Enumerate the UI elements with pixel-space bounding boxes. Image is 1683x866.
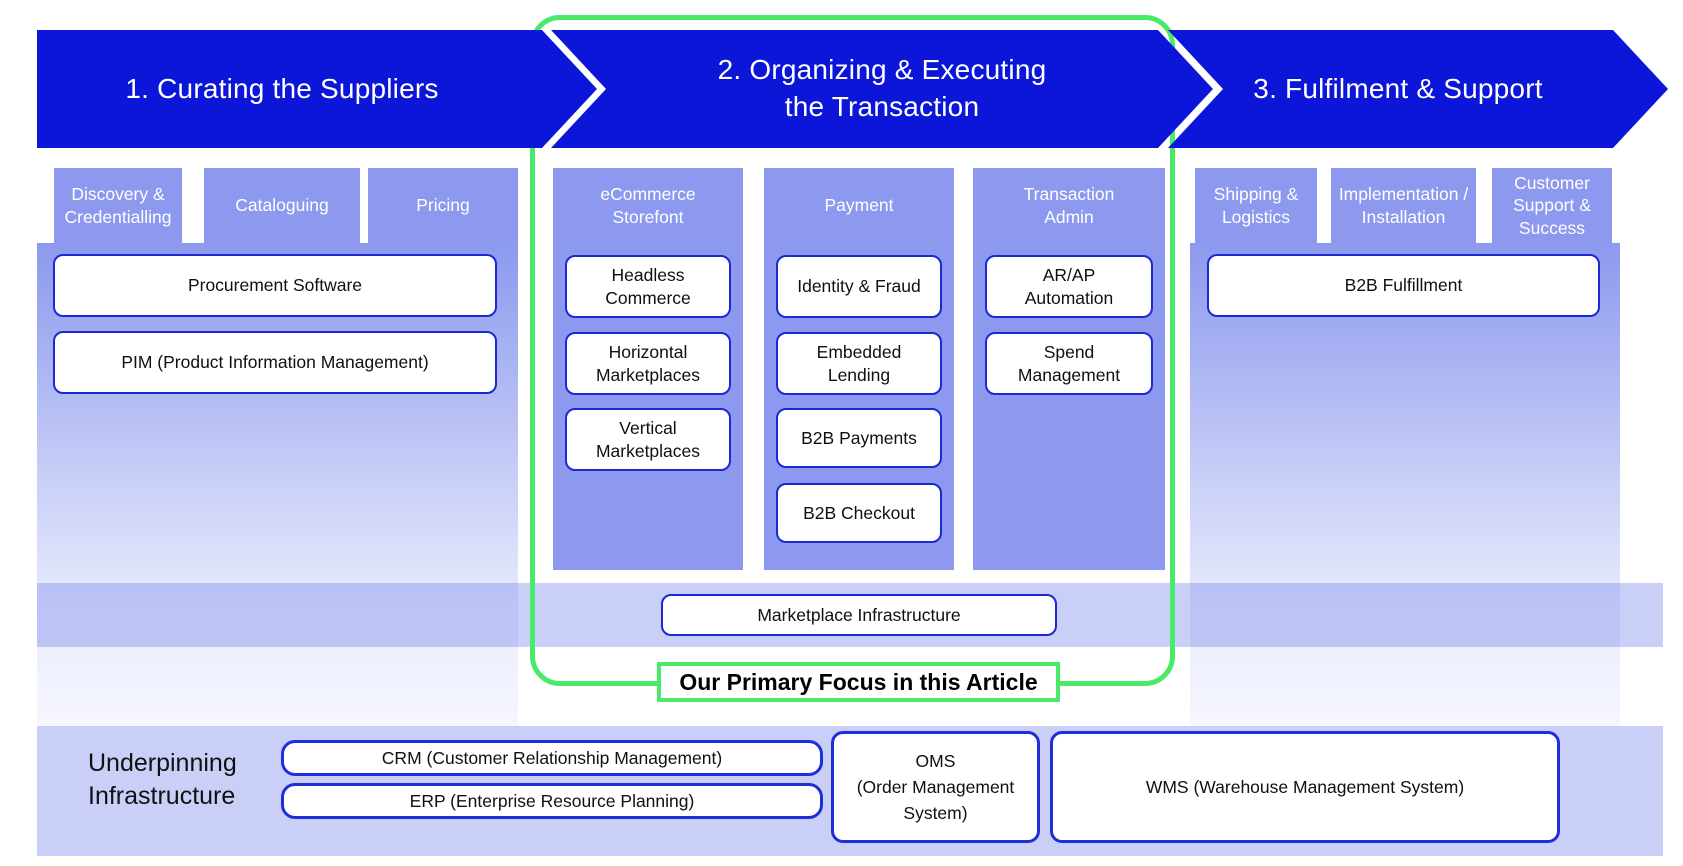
subcategory-customer-support-success: Customer Support & Success bbox=[1492, 168, 1612, 243]
phase-1-title: 1. Curating the Suppliers bbox=[125, 72, 439, 104]
solution-box-headless-commerce: Headless Commerce bbox=[565, 255, 731, 318]
organizing-column-payment: Payment Identity & Fraud Embedded Lendin… bbox=[764, 168, 954, 570]
infra-box-wms: WMS (Warehouse Management System) bbox=[1050, 731, 1560, 843]
phase-3-title: 3. Fulfilment & Support bbox=[1253, 72, 1543, 104]
solution-box-spend-management: Spend Management bbox=[985, 332, 1153, 395]
phase-3-arrow: 3. Fulfilment & Support bbox=[1168, 30, 1668, 148]
solution-box-marketplace-infrastructure: Marketplace Infrastructure bbox=[661, 594, 1057, 636]
solution-box-embedded-lending: Embedded Lending bbox=[776, 332, 942, 395]
solution-box-b2b-payments: B2B Payments bbox=[776, 408, 942, 468]
subcategory-shipping-logistics: Shipping & Logistics bbox=[1195, 168, 1317, 243]
solution-box-b2b-checkout: B2B Checkout bbox=[776, 483, 942, 543]
solution-box-arap-automation: AR/AP Automation bbox=[985, 255, 1153, 318]
infra-box-crm: CRM (Customer Relationship Management) bbox=[281, 740, 823, 776]
solution-box-procurement-software: Procurement Software bbox=[53, 254, 497, 317]
solution-box-pim: PIM (Product Information Management) bbox=[53, 331, 497, 394]
underpinning-infrastructure-label: Underpinning Infrastructure bbox=[88, 749, 237, 810]
solution-box-vertical-marketplaces: Vertical Marketplaces bbox=[565, 408, 731, 471]
infra-box-erp: ERP (Enterprise Resource Planning) bbox=[281, 783, 823, 819]
solution-box-identity-fraud: Identity & Fraud bbox=[776, 255, 942, 318]
solution-box-horizontal-marketplaces: Horizontal Marketplaces bbox=[565, 332, 731, 395]
subcategory-discovery-credentialling: Discovery & Credentialling bbox=[54, 168, 182, 243]
phase-2-arrow: 2. Organizing & Executing the Transactio… bbox=[551, 30, 1213, 148]
subcategory-cataloguing: Cataloguing bbox=[204, 168, 360, 243]
organizing-column-transaction-admin: Transaction Admin AR/AP Automation Spend… bbox=[973, 168, 1165, 570]
primary-focus-label: Our Primary Focus in this Article bbox=[657, 662, 1060, 702]
solution-box-b2b-fulfillment: B2B Fulfillment bbox=[1207, 254, 1600, 317]
column-header-payment: Payment bbox=[824, 195, 894, 216]
fulfilment-section-background bbox=[1190, 243, 1620, 726]
phase-2-title: 2. Organizing & Executing the Transactio… bbox=[717, 54, 1047, 122]
column-header-ecommerce-storefont: eCommerce Storefont bbox=[600, 183, 696, 227]
column-header-transaction-admin: Transaction Admin bbox=[1023, 183, 1115, 227]
subcategory-implementation-installation: Implementation / Installation bbox=[1331, 168, 1476, 243]
organizing-column-ecommerce-storefont: eCommerce Storefont Headless Commerce Ho… bbox=[553, 168, 743, 570]
infra-box-oms: OMS (Order Management System) bbox=[831, 731, 1040, 843]
subcategory-pricing: Pricing bbox=[368, 168, 518, 243]
phase-1-arrow: 1. Curating the Suppliers bbox=[37, 30, 597, 148]
curating-section-background bbox=[37, 243, 518, 726]
